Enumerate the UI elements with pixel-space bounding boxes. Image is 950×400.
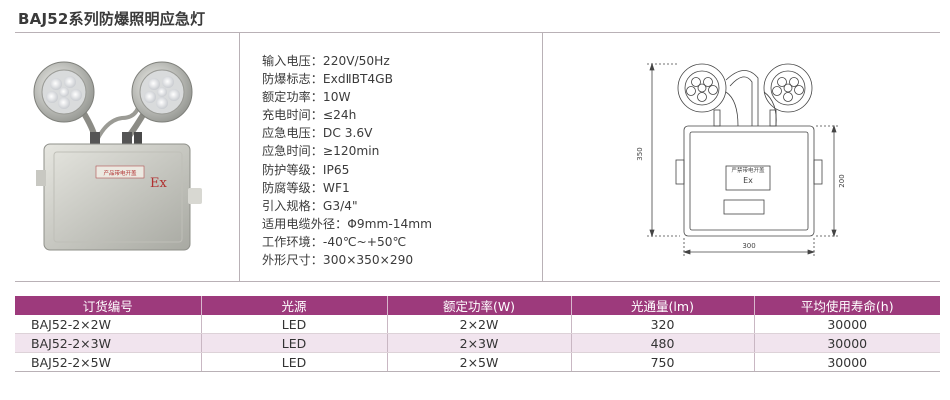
drawing-nameplate: 严禁带电开盖	[731, 166, 765, 174]
spec-item: 防爆标志：ExdⅡBT4GB	[262, 72, 393, 87]
col-header-lifetime: 平均使用寿命(h)	[753, 296, 940, 315]
col-header-order-number: 订货编号	[15, 296, 201, 315]
table-row: BAJ52-2×2W LED 2×2W 320 30000	[15, 315, 940, 334]
dim-width-label: 300	[742, 242, 755, 250]
spec-item: 防腐等级：WF1	[262, 180, 350, 195]
col-header-light-source: 光源	[200, 296, 387, 315]
spec-list: 输入电压：220V/50Hz 防爆标志：ExdⅡBT4GB 额定功率：10W 充…	[262, 52, 432, 269]
spec-item: 引入规格：G3/4"	[262, 198, 358, 213]
product-panel	[15, 33, 940, 281]
cell-rated-power: 2×2W	[386, 315, 571, 334]
cell-order-number: BAJ52-2×3W	[15, 333, 201, 353]
cell-lifetime: 30000	[753, 315, 940, 334]
spec-item: 充电时间：≤24h	[262, 108, 357, 123]
drawing-ex-mark: Ex	[743, 176, 753, 185]
dim-height-label: 350	[636, 147, 644, 160]
table-row: BAJ52-2×5W LED 2×5W 750 30000	[15, 352, 940, 372]
cell-rated-power: 2×3W	[386, 333, 571, 353]
spec-item: 输入电压：220V/50Hz	[262, 54, 390, 68]
cell-order-number: BAJ52-2×5W	[15, 352, 201, 372]
spec-item: 应急时间：≥120min	[262, 144, 380, 159]
spec-item: 外形尺寸：300×350×290	[262, 253, 414, 268]
cell-luminous-flux: 480	[570, 333, 754, 353]
cell-rated-power: 2×5W	[386, 352, 571, 372]
col-header-rated-power: 额定功率(W)	[386, 296, 571, 315]
table-row: BAJ52-2×3W LED 2×3W 480 30000	[15, 333, 940, 353]
cell-light-source: LED	[200, 333, 387, 353]
panel-divider-left	[239, 33, 240, 281]
lamp-head-right	[131, 61, 193, 123]
order-table: 订货编号 光源 额定功率(W) 光通量(lm) 平均使用寿命(h) BAJ52-…	[15, 296, 940, 372]
spec-item: 防护等级：IP65	[262, 162, 350, 177]
panel-divider-right	[542, 33, 543, 281]
cell-light-source: LED	[200, 352, 387, 372]
photo-ex-mark: Ex	[150, 176, 167, 191]
product-photo: 产品带电开盖 Ex	[33, 61, 202, 251]
table-header-row: 订货编号 光源 额定功率(W) 光通量(lm) 平均使用寿命(h)	[15, 296, 940, 315]
dimension-drawing: 严禁带电开盖 Ex 350 200 300	[636, 62, 846, 256]
cell-lifetime: 30000	[753, 352, 940, 372]
cell-order-number: BAJ52-2×2W	[15, 315, 201, 334]
spec-item: 适用电缆外径：Φ9mm-14mm	[262, 216, 433, 231]
spec-item: 工作环境：-40℃~+50℃	[262, 234, 407, 249]
drawing-lamp-right	[763, 63, 813, 113]
page-title: BAJ52系列防爆照明应急灯	[18, 10, 206, 28]
cell-luminous-flux: 320	[570, 315, 754, 334]
section-divider	[15, 281, 940, 282]
top-divider	[15, 32, 940, 33]
col-header-luminous-flux: 光通量(lm)	[570, 296, 754, 315]
cell-light-source: LED	[200, 315, 387, 334]
drawing-lamp-left	[677, 63, 727, 113]
lamp-head-left	[33, 61, 95, 123]
dim-body-height-label: 200	[838, 174, 846, 187]
spec-item: 应急电压：DC 3.6V	[262, 126, 373, 141]
cell-luminous-flux: 750	[570, 352, 754, 372]
photo-nameplate: 产品带电开盖	[103, 169, 137, 177]
cell-lifetime: 30000	[753, 333, 940, 353]
spec-item: 额定功率：10W	[262, 90, 351, 105]
